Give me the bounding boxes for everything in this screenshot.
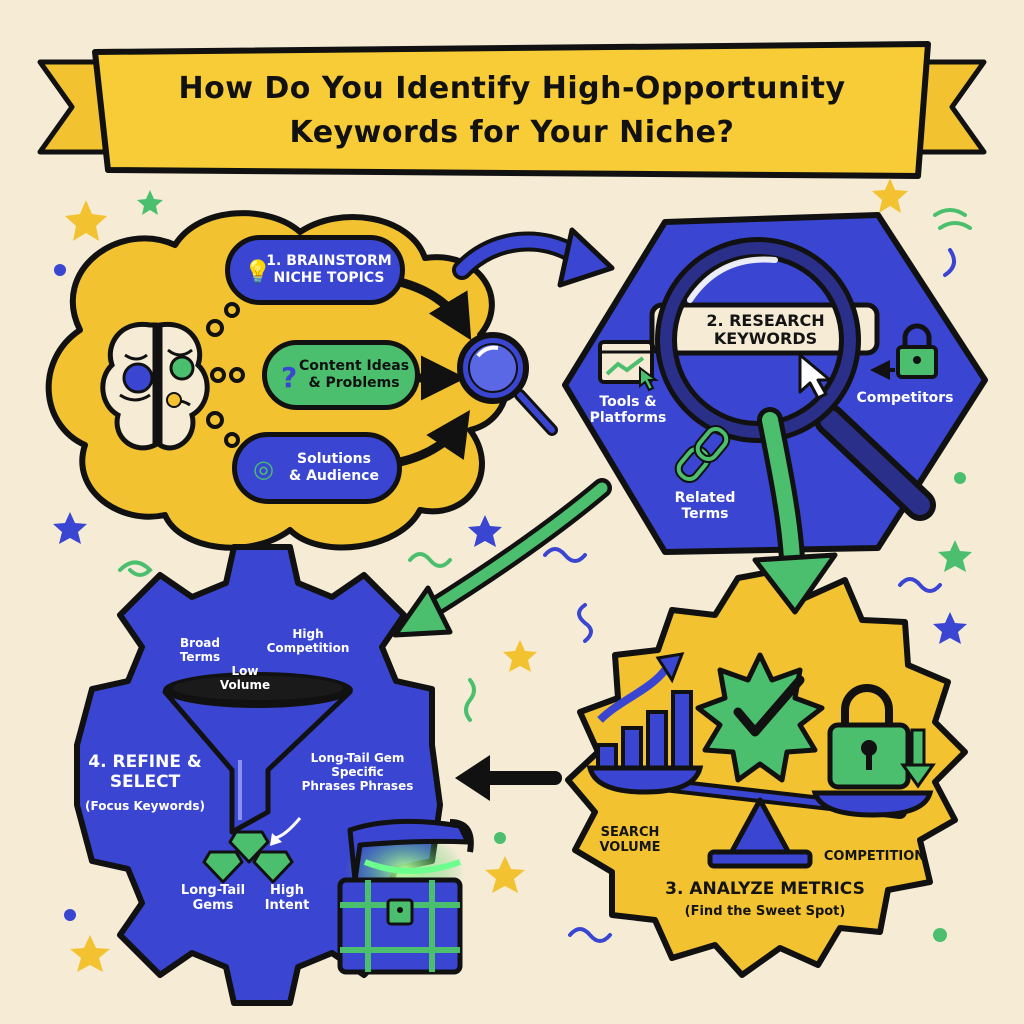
flow-arrow-2-to-4 xyxy=(392,478,612,638)
gem-icons xyxy=(202,830,294,884)
solutions-pill: ◎ Solutions& Audience xyxy=(232,432,402,504)
step-4-label: 4. REFINE &SELECT xyxy=(88,752,202,792)
lightbulb-icon: 💡 xyxy=(244,260,272,285)
content-ideas-pill: ? Content Ideas& Problems xyxy=(262,340,420,410)
thought-dots xyxy=(206,302,245,448)
flow-arrow-2-to-3 xyxy=(752,407,838,615)
page-title-line-2: Keywords for Your Niche? xyxy=(289,115,735,150)
funnel-output-arrow xyxy=(270,817,302,846)
page-title: How Do You Identify High-Opportunity xyxy=(178,71,846,106)
small-magnifier-icon xyxy=(457,332,558,436)
decorative-stars xyxy=(53,178,972,972)
link-icon xyxy=(674,424,731,484)
search-bar xyxy=(649,302,880,356)
flow-arrow-1-to-2 xyxy=(452,227,615,288)
target-icon: ◎ xyxy=(253,455,274,483)
flow-arrow-3-to-4 xyxy=(455,755,562,801)
tools-platforms-label: Tools &Platforms xyxy=(589,394,667,427)
step-4-sublabel: (Focus Keywords) xyxy=(85,799,205,813)
content-ideas-label: Content Ideas& Problems xyxy=(298,358,410,391)
padlock-icon xyxy=(827,684,936,790)
step-3-sublabel: (Find the Sweet Spot) xyxy=(684,904,846,919)
solutions-label: Solutions& Audience xyxy=(289,451,379,484)
title-banner xyxy=(37,41,987,179)
step-3-label: 3. ANALYZE METRICS xyxy=(665,879,865,899)
cursor-icon xyxy=(798,353,832,400)
competitors-label: Competitors xyxy=(856,390,954,406)
competition-label: COMPETITION xyxy=(823,849,926,864)
check-badge-icon xyxy=(695,652,825,783)
treasure-chest-icon xyxy=(337,818,474,975)
browser-chart-icon xyxy=(598,340,659,392)
big-magnifier-icon xyxy=(655,237,936,521)
funnel-icon xyxy=(162,672,353,835)
balance-scale-icon xyxy=(586,765,934,869)
competitor-lock-icon xyxy=(870,323,938,380)
question-mark-icon: ? xyxy=(281,361,298,394)
brain-icon xyxy=(100,321,210,451)
idea-arrows xyxy=(395,277,472,467)
